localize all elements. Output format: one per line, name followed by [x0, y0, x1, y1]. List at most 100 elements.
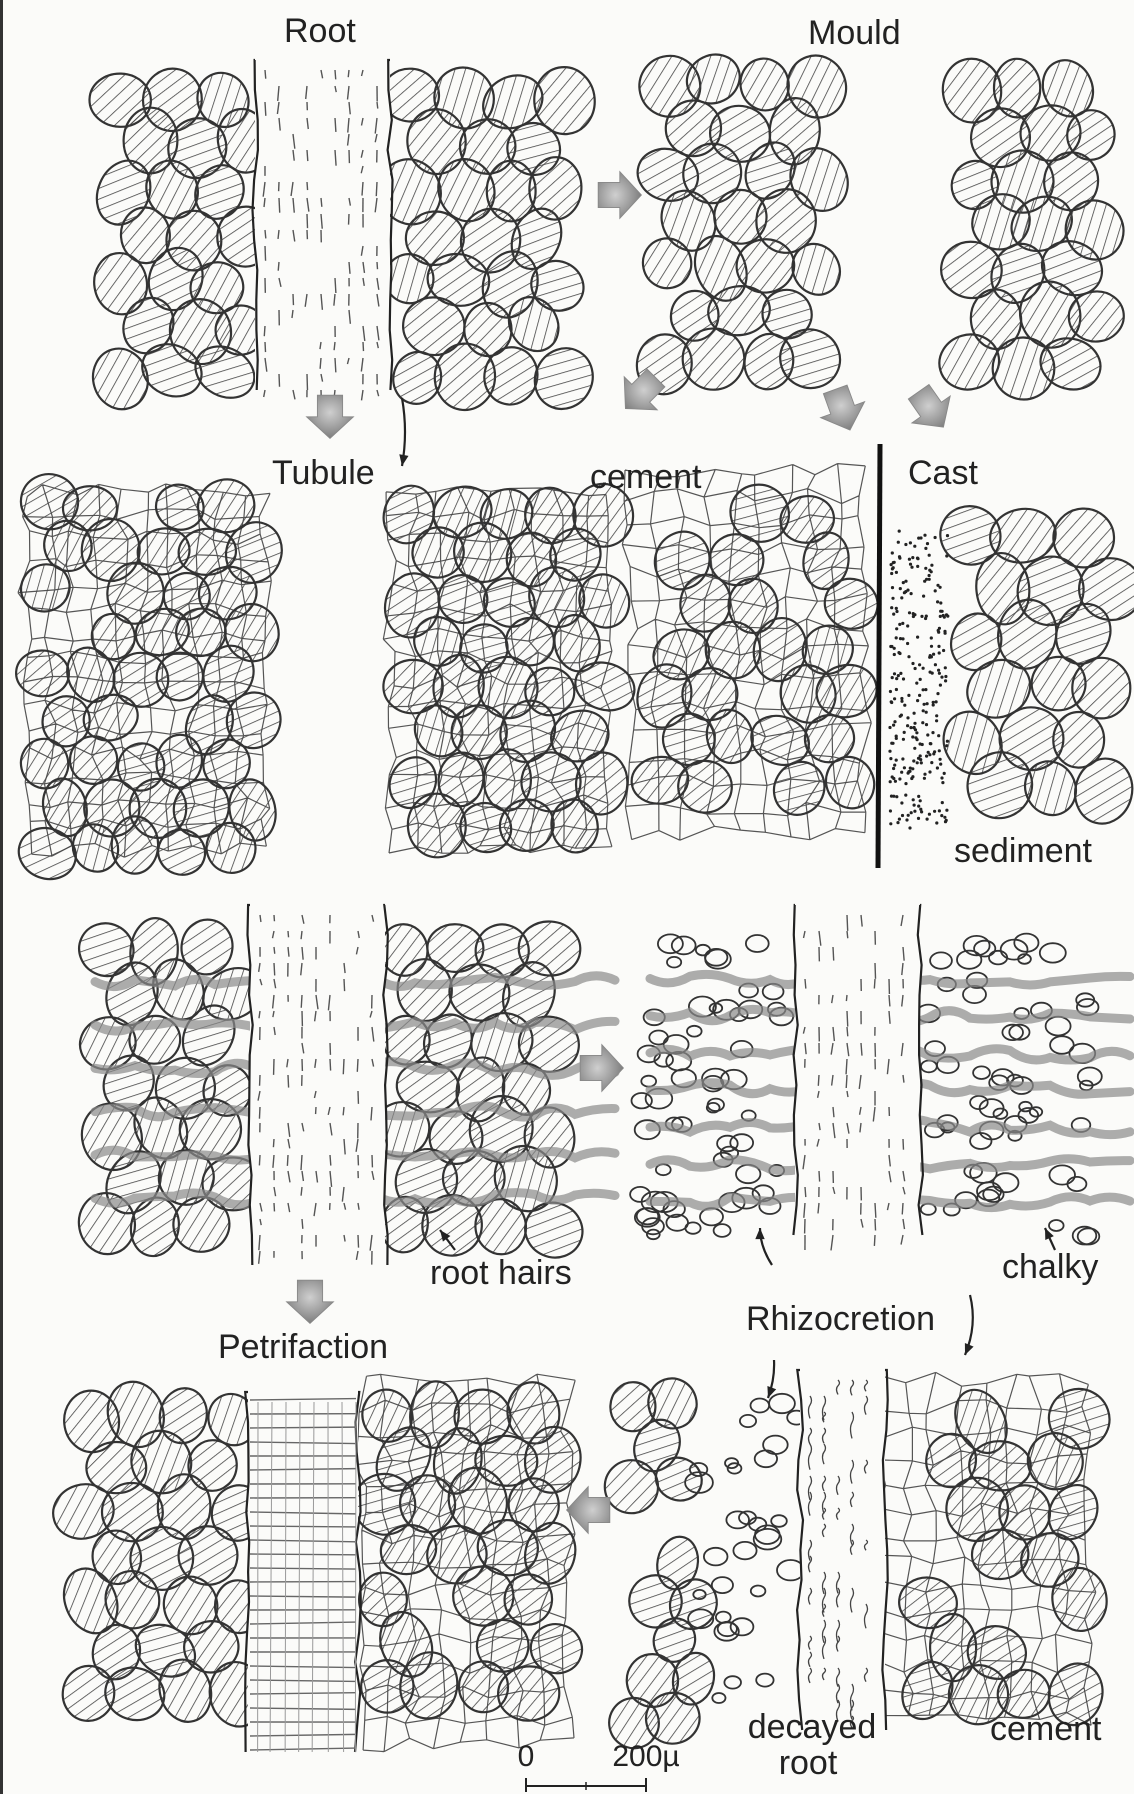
root-texture — [846, 1059, 847, 1074]
sand-grain — [70, 736, 118, 784]
sediment-dot — [897, 674, 900, 677]
sediment-dot — [944, 632, 947, 635]
sediment-dot — [928, 753, 931, 756]
sediment-dot — [903, 766, 906, 769]
sediment-dot — [899, 587, 902, 590]
sediment-dot — [938, 651, 941, 654]
root-texture — [259, 1107, 260, 1119]
sediment-dot — [900, 700, 903, 703]
root-texture — [357, 1059, 358, 1072]
sediment-dot — [912, 612, 915, 615]
sediment-dot — [924, 688, 927, 691]
chalky-fragment — [641, 1076, 656, 1087]
root-texture — [260, 915, 261, 922]
root-texture — [288, 947, 289, 957]
sediment-dot — [940, 676, 943, 679]
arrow-shape — [598, 172, 641, 219]
label-sediment: sediment — [954, 834, 1092, 868]
root-texture — [307, 150, 308, 161]
sediment-dot — [900, 771, 903, 774]
root-texture — [320, 358, 321, 369]
sediment-dot — [929, 742, 932, 745]
sediment-dot — [923, 773, 926, 776]
sediment-dot — [916, 557, 919, 560]
root-body — [800, 1370, 885, 1735]
scale-bar-end-label: 200µ — [612, 1742, 679, 1772]
sediment-dot — [897, 651, 900, 654]
root-texture — [861, 1043, 862, 1056]
sediment-dot — [944, 666, 947, 669]
scale-bar — [516, 1774, 656, 1794]
label-root-hairs: root hairs — [430, 1256, 572, 1290]
arrow-shape — [580, 1045, 623, 1092]
sand-grain — [604, 1460, 658, 1514]
chalky-fragment — [771, 1515, 787, 1527]
sediment-dot — [918, 694, 921, 697]
sediment-dot — [890, 742, 893, 745]
sediment-dot — [922, 595, 925, 598]
sediment-dot — [930, 636, 933, 639]
sediment-dot — [898, 623, 901, 626]
arrow-shape — [813, 381, 872, 438]
root-texture — [343, 1107, 344, 1115]
sediment-dot — [895, 607, 898, 610]
root-body — [248, 1392, 358, 1762]
sediment-dot — [924, 617, 927, 620]
root-texture — [301, 995, 302, 1008]
sediment-dot — [941, 781, 944, 784]
sediment-dot — [938, 672, 941, 675]
sediment-dot — [939, 586, 942, 589]
sediment-dot — [937, 734, 940, 737]
sediment-dot — [939, 615, 942, 618]
sediment-dot — [928, 813, 931, 816]
sediment-dot — [898, 555, 901, 558]
sediment-dot — [903, 704, 906, 707]
label-cement-top: cement — [590, 460, 702, 494]
chalky-fragment — [1040, 943, 1066, 962]
sediment-dot — [942, 614, 945, 617]
root-band — [250, 1526, 356, 1527]
root-texture — [259, 1155, 260, 1165]
sediment-dot — [936, 692, 939, 695]
sediment-dot — [895, 795, 898, 798]
root-texture — [288, 1075, 289, 1088]
root-texture — [343, 1059, 344, 1074]
sediment-dot — [900, 596, 903, 599]
sediment-dot — [891, 676, 894, 679]
root-texture — [279, 198, 280, 213]
sediment-dot — [923, 534, 926, 537]
sediment-dot — [935, 700, 938, 703]
root-texture — [875, 1219, 876, 1231]
sediment-dot — [935, 719, 938, 722]
root-texture — [344, 979, 345, 991]
sediment-dot — [923, 777, 926, 780]
sediment-dot — [945, 613, 948, 616]
root-texture — [819, 1171, 820, 1182]
sediment-dot — [930, 570, 933, 573]
sediment-dot — [898, 530, 901, 533]
sediment-dot — [926, 733, 929, 736]
sediment-dot — [907, 814, 910, 817]
sediment-dot — [939, 758, 942, 761]
sediment-dot — [889, 809, 892, 812]
root-texture — [358, 1235, 359, 1248]
sediment-dot — [913, 747, 916, 750]
sediment-dot — [924, 567, 927, 570]
root-strand — [248, 905, 388, 1275]
sediment-dot — [928, 770, 931, 773]
root-texture — [847, 1011, 848, 1027]
sediment-dot — [940, 814, 943, 817]
chalky-fragment — [1078, 1068, 1102, 1086]
chalky-fragment — [733, 1542, 756, 1559]
sediment-dot — [922, 688, 925, 691]
chalky-fragment — [930, 952, 952, 968]
chalky-fragment — [1049, 1220, 1064, 1231]
chalky-fragment — [658, 934, 683, 953]
chalky-fragment — [751, 1586, 766, 1597]
sediment-dot — [890, 606, 893, 609]
root-strand — [253, 60, 393, 415]
grain-cluster — [363, 916, 591, 1266]
chalky-fragment — [755, 1450, 777, 1467]
chalky-fragment — [1019, 1102, 1032, 1112]
sediment-dot — [917, 537, 920, 540]
